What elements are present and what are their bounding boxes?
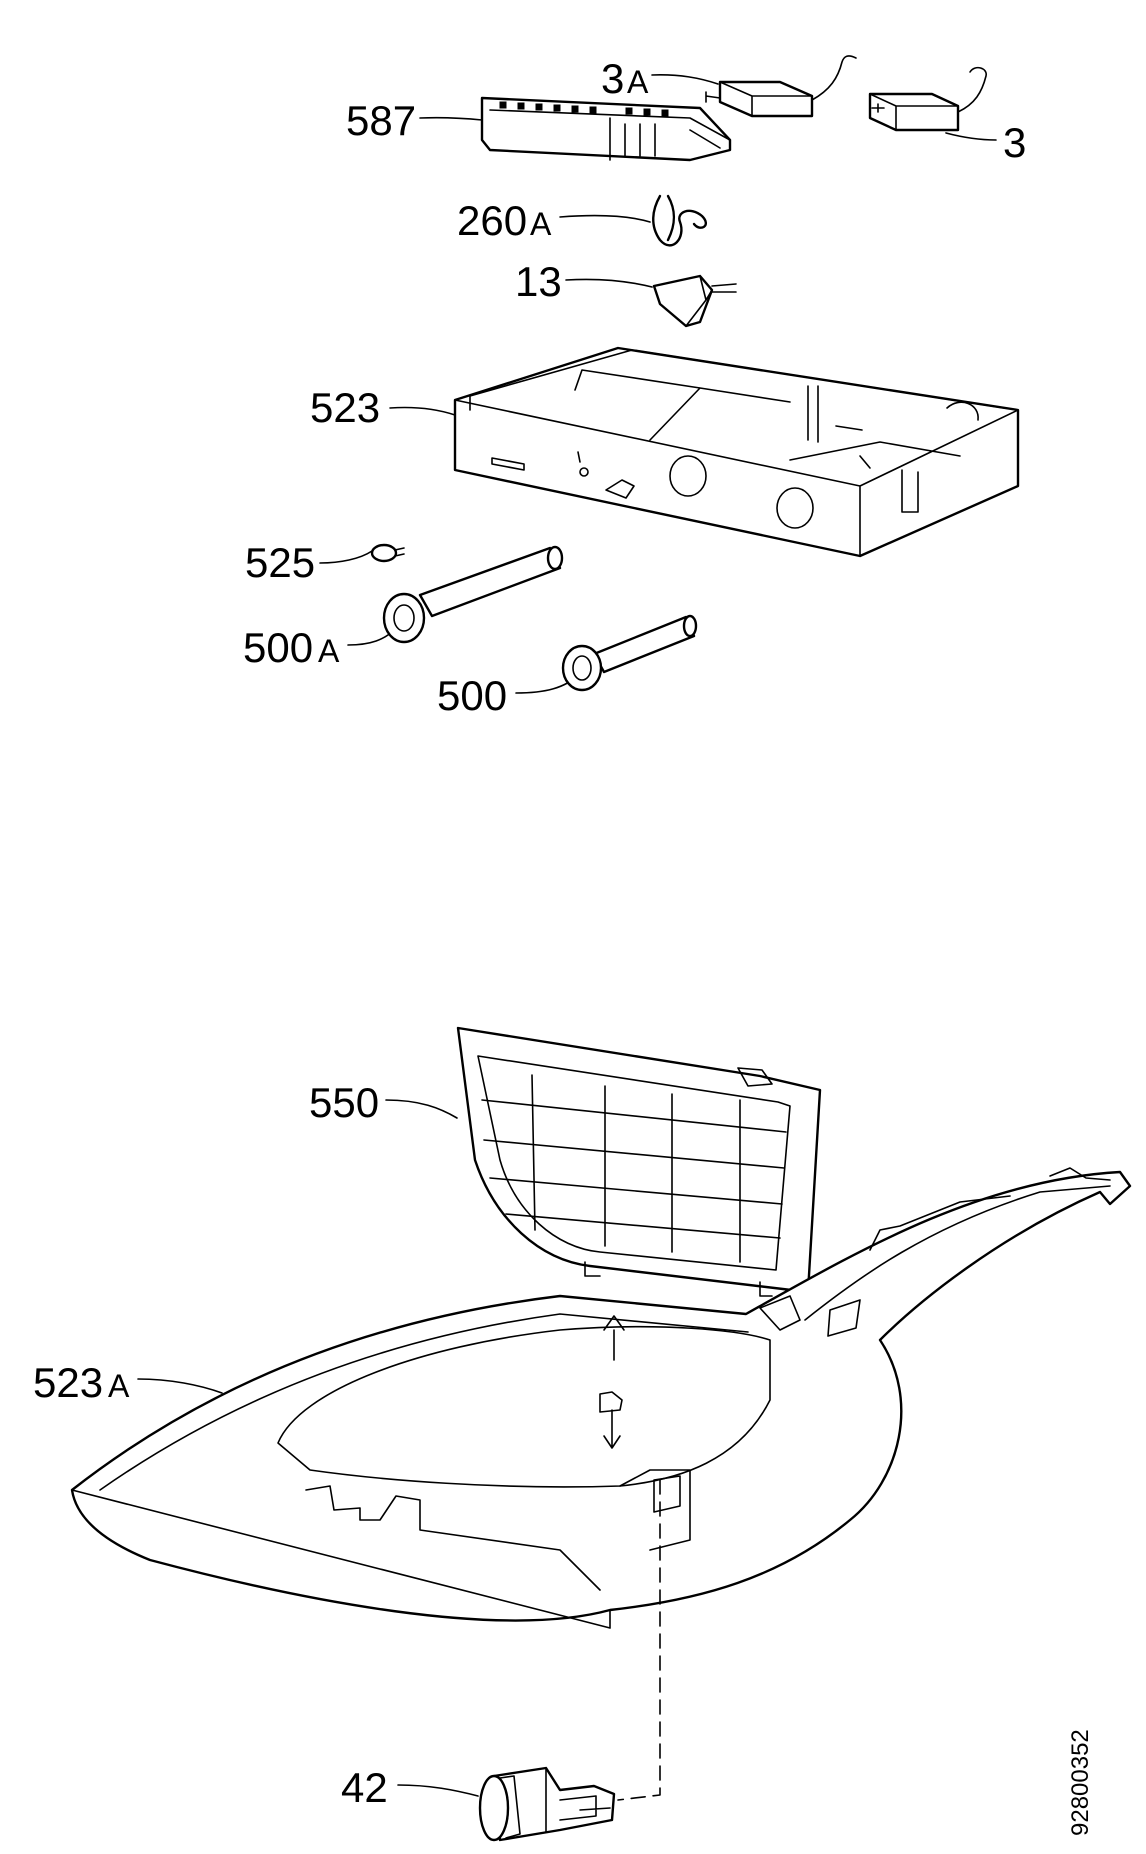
callout-3: 3 [945,119,1026,166]
label-3a-number: 3 [601,55,624,102]
label-587-number: 587 [346,97,416,144]
part-3a-switch [705,55,857,118]
part-525-bulb [370,543,405,563]
part-500-knob [561,614,698,692]
callout-550: 550 [309,1079,458,1126]
label-523a-suffix: A [108,1368,130,1404]
part-500a-knob [382,545,564,644]
part-42-lamp-socket [478,1766,616,1842]
part-13-lamp-holder [652,274,737,328]
label-523-number: 523 [310,384,380,431]
callout-523: 523 [310,384,456,431]
callout-525: 525 [245,539,373,586]
part-587-terminal-block [480,96,732,162]
callout-13: 13 [515,258,653,305]
label-260a-number: 260 [457,197,527,244]
label-3-number: 3 [1003,119,1026,166]
callout-587: 587 [346,97,483,144]
label-260a-suffix: A [530,206,552,242]
part-3-switch [868,66,987,132]
label-13-number: 13 [515,258,562,305]
callout-3a: 3 A [601,55,719,102]
callout-500a: 500 A [243,624,397,671]
label-500-number: 500 [437,672,507,719]
part-523a-base [70,1167,1132,1629]
figure-reference-number: 92800352 [1067,1729,1094,1836]
label-523a-number: 523 [33,1359,103,1406]
label-42-number: 42 [341,1764,388,1811]
callout-523a: 523 A [33,1359,223,1406]
callout-42: 42 [341,1764,479,1811]
label-550-number: 550 [309,1079,379,1126]
callout-260a: 260 A [457,197,651,244]
part-523-housing-tray [453,346,1020,558]
part-550-filter-door [456,1026,822,1297]
label-3a-suffix: A [627,64,649,100]
label-525-number: 525 [245,539,315,586]
assembly-axis-dashed-line [617,1479,661,1801]
label-500a-suffix: A [318,633,340,669]
callout-500: 500 [437,672,579,719]
part-260a-spring-clip [652,194,707,247]
label-500a-number: 500 [243,624,313,671]
